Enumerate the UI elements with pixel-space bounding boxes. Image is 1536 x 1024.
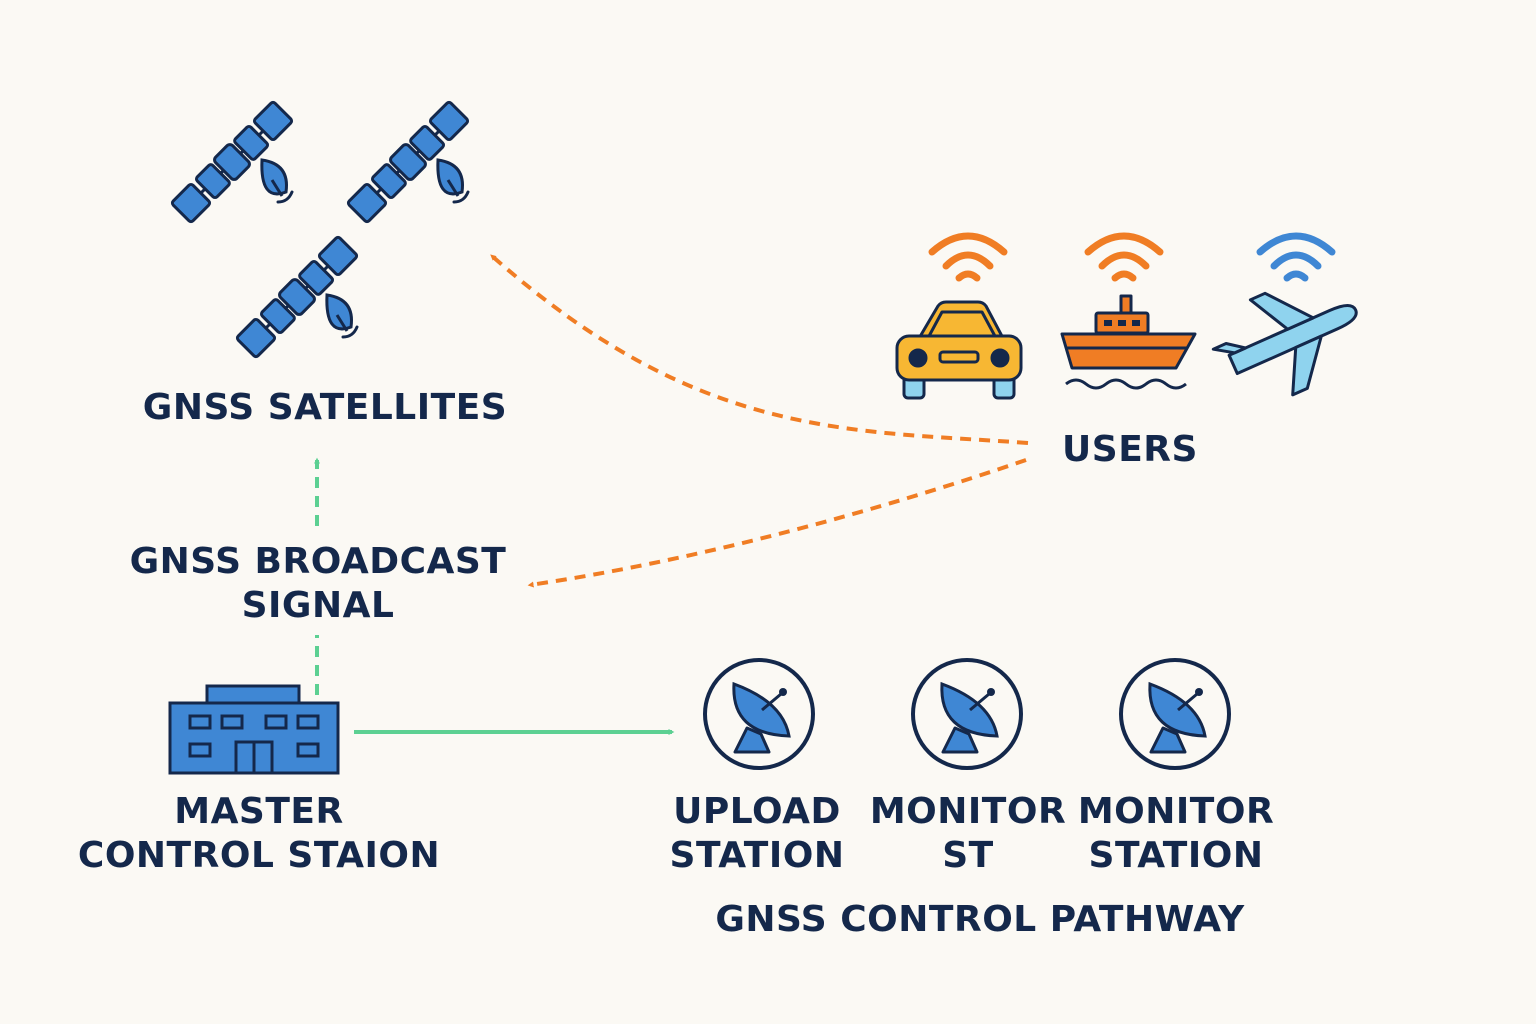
broadcast-signal-label: GNSS BROADCAST SIGNAL	[108, 540, 528, 628]
antenna-dish-icon	[1119, 658, 1231, 770]
monitor2-label-line1: MONITOR	[1077, 791, 1275, 832]
upload-label-line1: UPLOAD	[673, 791, 841, 832]
building-icon	[168, 684, 340, 775]
monitor2-label-line2: STATION	[1088, 835, 1264, 876]
signal-icon	[1260, 236, 1332, 278]
broadcast-label-line2: SIGNAL	[241, 585, 395, 626]
antenna-dish-icon	[703, 658, 815, 770]
airplane-icon	[1211, 291, 1358, 397]
master-label-line2: CONTROL STAION	[77, 835, 441, 876]
user-to-satellite-arrow	[490, 254, 1029, 445]
car-icon	[895, 300, 1023, 400]
monitor-station-1-label: MONITOR ST	[868, 790, 1068, 878]
users-label: USERS	[1062, 429, 1198, 470]
monitor1-label-line1: MONITOR	[869, 791, 1067, 832]
control-pathway-label: GNSS CONTROL PATHWAY	[715, 899, 1245, 940]
signal-icon	[932, 236, 1004, 278]
user-to-broadcast-arrow	[527, 458, 1027, 588]
satellite-icon	[233, 233, 361, 361]
broadcast-label-line1: GNSS BROADCAST	[129, 541, 507, 582]
antenna-dish-icon	[911, 658, 1023, 770]
satellite-icon	[344, 98, 472, 226]
upload-label-line2: STATION	[669, 835, 845, 876]
monitor-station-2-label: MONITOR STATION	[1076, 790, 1276, 878]
ship-icon	[1060, 294, 1197, 390]
monitor1-label-line2: ST	[942, 835, 994, 876]
satellites-label: GNSS SATELLITES	[142, 387, 508, 428]
master-label-line1: MASTER	[174, 791, 344, 832]
master-station-label: MASTER CONTROL STAION	[76, 790, 442, 878]
satellite-icon	[168, 98, 296, 226]
upload-station-label: UPLOAD STATION	[664, 790, 850, 878]
signal-icon	[1088, 236, 1160, 278]
